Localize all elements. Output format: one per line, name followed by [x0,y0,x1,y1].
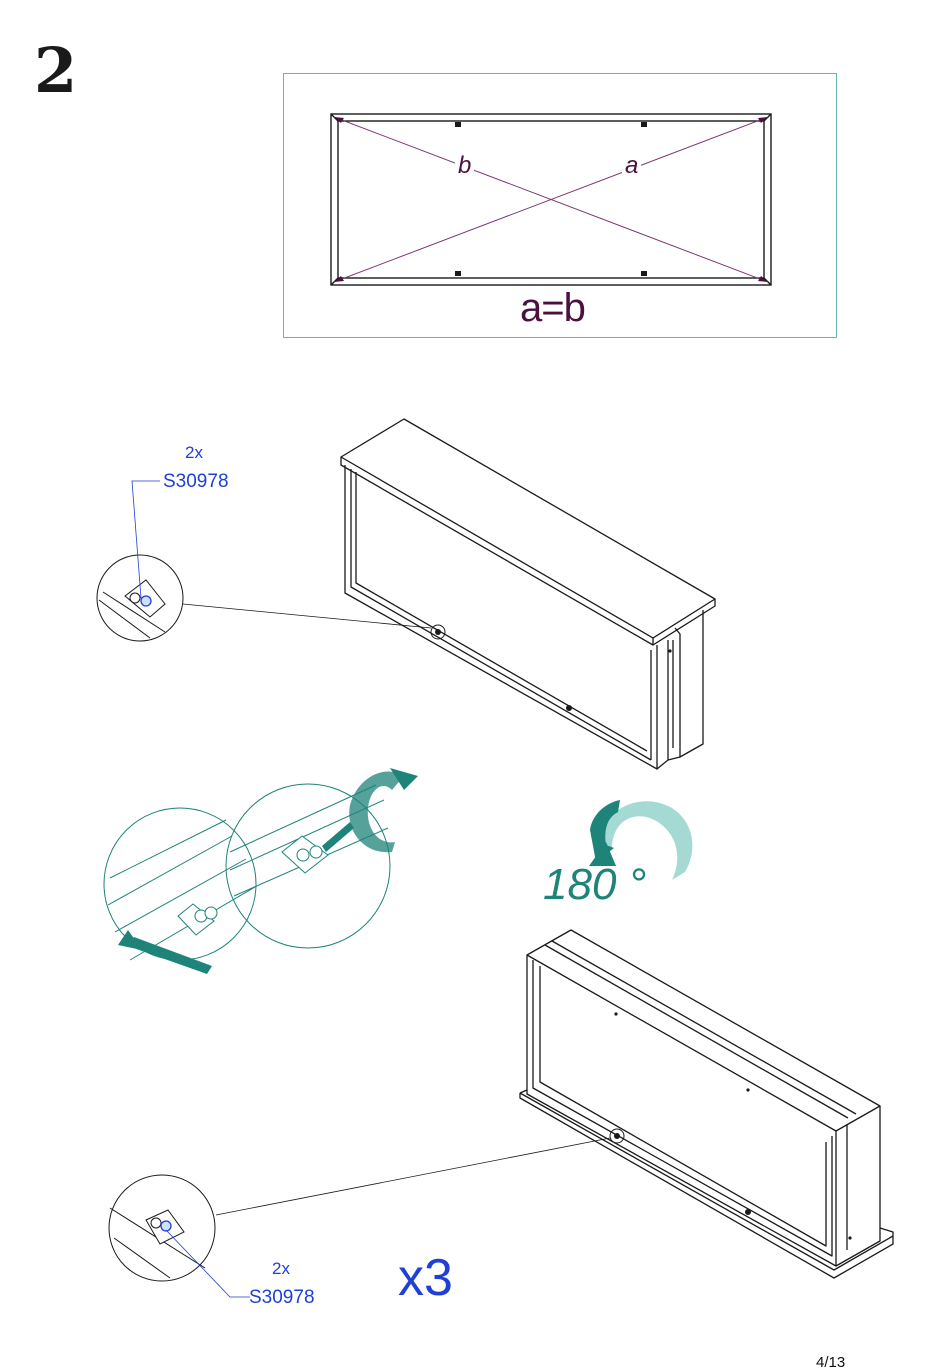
part-quantity-top: 2x [185,443,203,463]
part-code-top: S30978 [163,471,229,493]
part-code-bottom: S30978 [249,1287,315,1309]
cabinet-rotated-screws [614,1012,852,1239]
callout-line-bottom [216,1138,610,1215]
page-number: 4/13 [816,1354,845,1371]
diagonal-label-a: a [622,152,641,180]
callout-line-top [183,604,431,628]
rotation-label: 180 ° [543,860,646,910]
callout-detail-bottom [109,1175,250,1297]
part-quantity-bottom: 2x [272,1259,290,1279]
cabinet-upright [341,419,715,769]
screwdriver-tool [322,768,418,852]
screwdriver-detail [104,784,390,960]
repeat-count: x3 [398,1248,453,1308]
push-arrow [118,930,212,974]
diagonal-lines [334,117,768,282]
callout-detail-top [97,481,183,641]
cabinet-upright-screws [435,629,672,711]
diagonal-label-b: b [455,152,474,180]
cabinet-rotated [520,930,893,1278]
diagonal-equation: a=b [520,286,585,331]
